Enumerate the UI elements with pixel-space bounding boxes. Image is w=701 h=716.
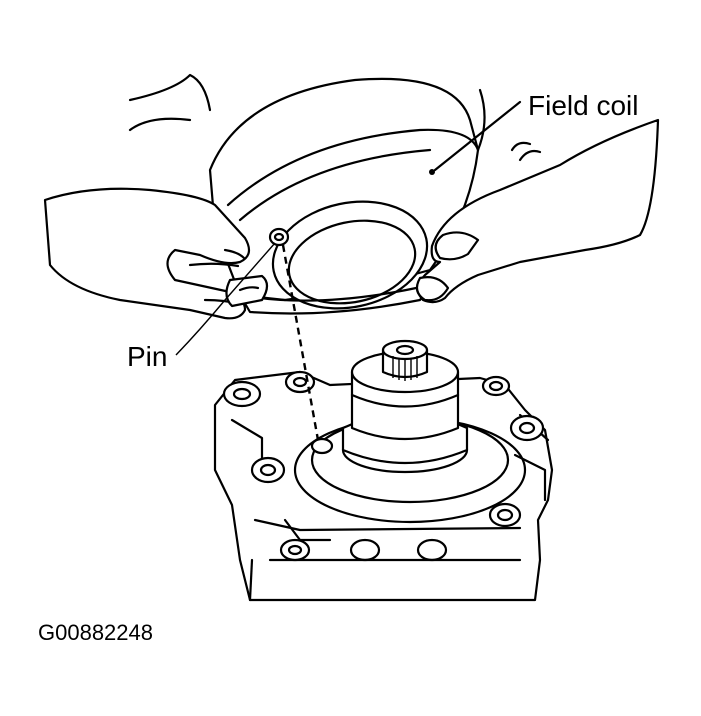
figure-code: G00882248 (38, 620, 153, 645)
pin-label: Pin (127, 341, 168, 372)
field-coil-leader-line (433, 100, 522, 172)
pin-hole (310, 437, 334, 455)
bolt-icon (509, 414, 545, 442)
bolt-icon (481, 375, 511, 397)
mounting-bolts (222, 370, 545, 562)
field-coil-label: Field coil (528, 90, 639, 121)
right-hand (415, 88, 660, 304)
field-coil (208, 77, 480, 315)
pin-icon (268, 227, 290, 247)
bolt-icon (488, 502, 522, 528)
pin-leader-line (175, 242, 276, 356)
pin-alignment-line (281, 244, 320, 441)
field-coil-leader-dot (429, 169, 435, 175)
bolt-icon (279, 538, 311, 562)
compressor-shaft-hub (341, 339, 469, 474)
top-finger (128, 73, 212, 112)
left-hand (43, 187, 269, 320)
bolt-icon (250, 456, 286, 484)
bolt-icon (222, 380, 262, 408)
hand-outline-line (128, 117, 192, 132)
